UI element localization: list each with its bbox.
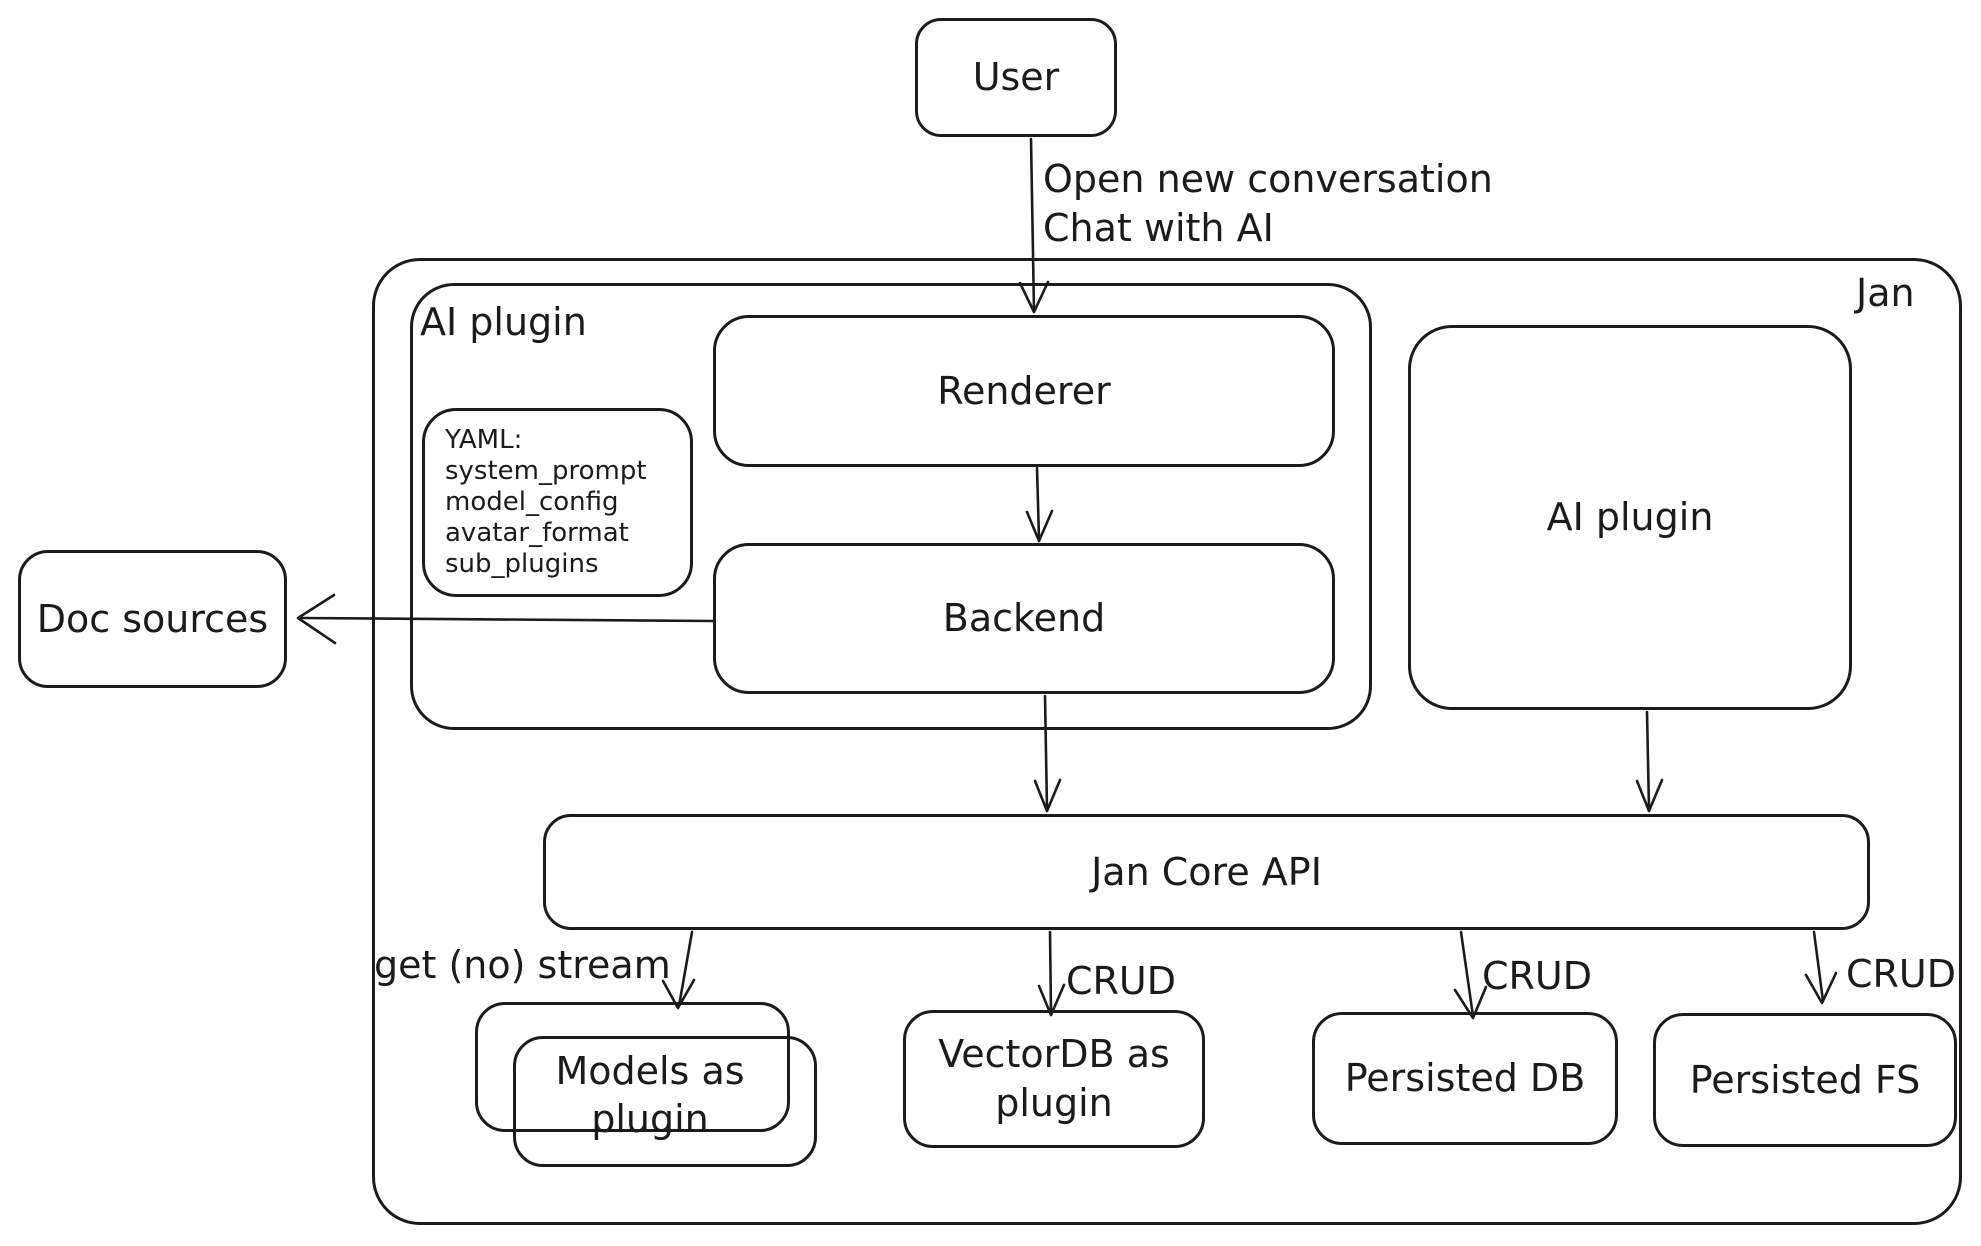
yaml-note: YAML: system_prompt model_config avatar_…: [422, 408, 693, 597]
arrow-jan-core-api-to-vectordb: [1037, 930, 1066, 1017]
ai-plugin-group-container: [410, 283, 1372, 730]
node-jan-core-api-label: Jan Core API: [1091, 849, 1322, 894]
yaml-note-title: YAML:: [445, 425, 523, 455]
yaml-note-line: system_prompt: [445, 456, 647, 486]
arrow-ai-plugin-right-to-jan-core-api: [1635, 710, 1664, 813]
node-doc-sources-label: Doc sources: [36, 596, 269, 641]
node-doc-sources: Doc sources: [18, 550, 287, 688]
node-models-plugin-label: Models as plugin: [555, 1049, 745, 1141]
node-persisted-db: Persisted DB: [1312, 1012, 1618, 1145]
edge-label-get-no-stream: get (no) stream: [374, 943, 671, 987]
node-persisted-fs: Persisted FS: [1653, 1013, 1957, 1147]
arrow-backend-to-doc-sources: [296, 593, 715, 645]
node-jan-core-api: Jan Core API: [543, 814, 1870, 930]
node-models-plugin: [513, 1036, 817, 1167]
yaml-note-line: sub_plugins: [445, 549, 599, 579]
edge-label-chat-with-ai: Chat with AI: [1043, 206, 1274, 250]
node-backend: Backend: [713, 543, 1335, 694]
node-persisted-fs-label: Persisted FS: [1689, 1057, 1921, 1102]
node-models-plugin-back: [475, 1002, 790, 1132]
edge-label-crud-persisted-db: CRUD: [1482, 954, 1593, 998]
arrow-jan-core-api-to-persisted-db: [1453, 930, 1488, 1020]
arrow-jan-core-api-to-persisted-fs: [1804, 930, 1838, 1005]
node-renderer-label: Renderer: [937, 368, 1111, 413]
node-user: User: [915, 18, 1117, 137]
node-vectordb-plugin-label: VectorDB as plugin: [938, 1032, 1170, 1125]
node-ai-plugin-right-label: AI plugin: [1546, 495, 1714, 540]
jan-container-label: Jan: [1856, 271, 1915, 315]
arrow-jan-core-api-to-models: [661, 930, 696, 1010]
yaml-note-line: avatar_format: [445, 518, 629, 548]
yaml-note-line: model_config: [445, 487, 619, 517]
arrow-user-to-renderer: [1018, 137, 1050, 314]
jan-container: [372, 258, 1962, 1225]
edge-label-crud-persisted-fs: CRUD: [1846, 952, 1957, 996]
node-persisted-db-label: Persisted DB: [1344, 1056, 1586, 1101]
node-ai-plugin-right: AI plugin: [1408, 325, 1852, 710]
ai-plugin-group-label: AI plugin: [420, 300, 587, 344]
node-vectordb-plugin: VectorDB as plugin: [903, 1010, 1205, 1148]
node-user-label: User: [972, 55, 1060, 100]
arrow-backend-to-jan-core-api: [1033, 694, 1062, 813]
node-renderer: Renderer: [713, 315, 1335, 467]
node-backend-label: Backend: [942, 596, 1106, 641]
arrow-renderer-to-backend: [1025, 466, 1054, 543]
edge-label-crud-vectordb: CRUD: [1066, 959, 1177, 1003]
edge-label-open-conversation: Open new conversation: [1043, 157, 1493, 201]
